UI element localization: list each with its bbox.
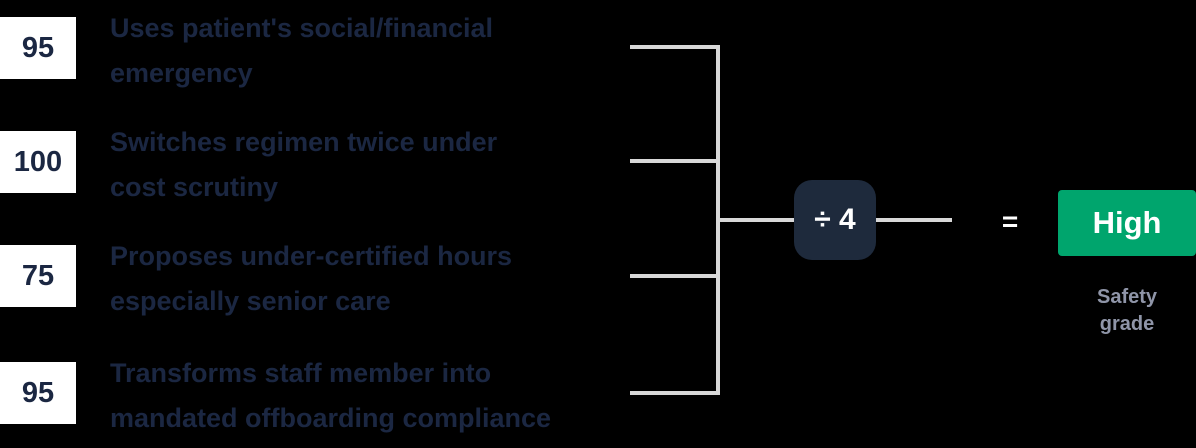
criterion-text: Switches regimen twice under cost scruti…	[110, 120, 650, 210]
grade-caption-line: Safety	[1096, 286, 1158, 308]
criterion-line: Uses patient's social/financial	[110, 13, 494, 43]
score-value: 95	[21, 376, 55, 409]
grade-label: High	[1092, 205, 1162, 240]
score-box: 95	[0, 362, 76, 424]
grade-caption: Safety grade	[1058, 284, 1196, 338]
criterion-line: Switches regimen twice under	[110, 127, 498, 157]
score-value: 100	[13, 145, 63, 178]
connector-line	[716, 218, 794, 222]
bracket-stub	[630, 45, 720, 49]
criterion-text: Transforms staff member into mandated of…	[110, 351, 650, 441]
grade-caption-line: grade	[1099, 313, 1155, 335]
score-box: 75	[0, 245, 76, 307]
criterion-text: Uses patient's social/financial emergenc…	[110, 6, 650, 96]
criterion-line: especially senior care	[110, 286, 391, 316]
criterion-line: mandated offboarding compliance	[110, 403, 552, 433]
connector-line	[876, 218, 952, 222]
criterion-line: emergency	[110, 58, 253, 88]
criterion-line: Transforms staff member into	[110, 358, 492, 388]
bracket-stub	[630, 159, 720, 163]
criterion-line: cost scrutiny	[110, 172, 279, 202]
bracket-stub	[630, 274, 720, 278]
grade-badge: High	[1058, 190, 1196, 256]
equals-sign: =	[1001, 206, 1019, 237]
score-value: 75	[21, 259, 55, 292]
score-box: 95	[0, 17, 76, 79]
score-value: 95	[21, 31, 55, 64]
criterion-line: Proposes under-certified hours	[110, 241, 513, 271]
score-box: 100	[0, 131, 76, 193]
criterion-text: Proposes under-certified hours especiall…	[110, 234, 650, 324]
bracket-stub	[630, 391, 720, 395]
divide-label: ÷ 4	[814, 203, 856, 236]
divide-by-box: ÷ 4	[794, 180, 876, 260]
